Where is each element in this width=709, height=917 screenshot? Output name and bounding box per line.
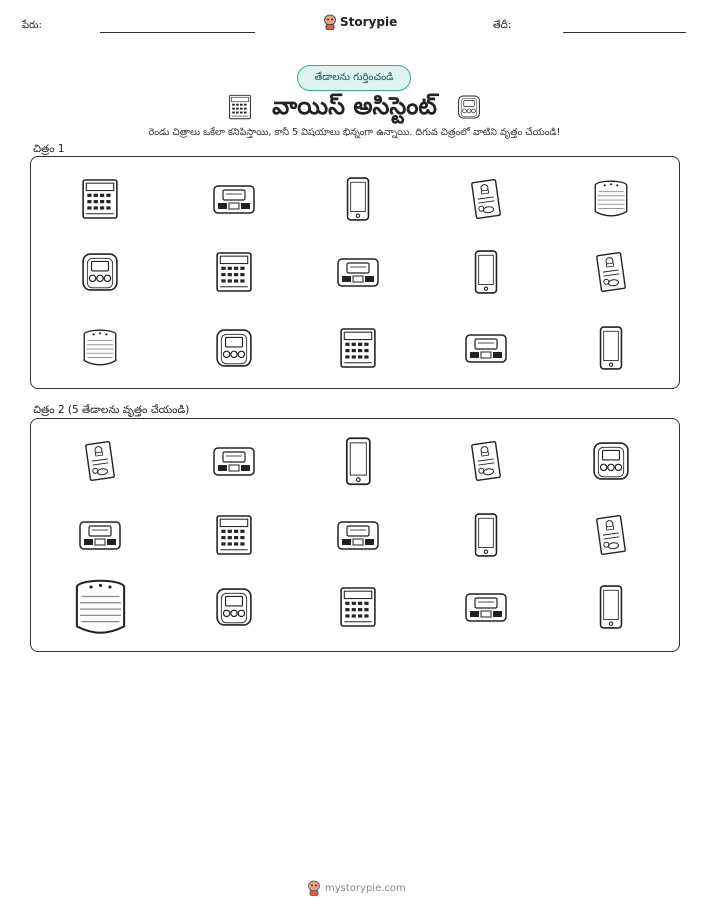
- storypie-mascot-icon: [324, 14, 336, 30]
- recipe-card-icon: [595, 250, 627, 294]
- smartphone-icon: [473, 249, 499, 295]
- picture2-item-cell[interactable]: [215, 513, 253, 557]
- kitchen-timer-icon: [215, 585, 253, 629]
- picture1-item-cell[interactable]: [81, 327, 119, 369]
- name-line[interactable]: [100, 32, 255, 33]
- picture2-item-cell[interactable]: [592, 439, 630, 483]
- picture2-item-cell[interactable]: [464, 590, 508, 624]
- timer-device-icon: [336, 518, 380, 552]
- picture1-item-cell[interactable]: [212, 182, 256, 216]
- smart-speaker-icon: [81, 327, 119, 369]
- picture2-label: చిత్రం 2 (5 తేడాలను వృత్తం చేయండి): [33, 404, 190, 416]
- picture2-item-cell[interactable]: [598, 584, 624, 630]
- kitchen-timer-icon: [81, 250, 119, 294]
- kitchen-timer-icon: [456, 94, 482, 120]
- picture2-item-cell[interactable]: [336, 518, 380, 552]
- name-label: పేరు:: [22, 20, 42, 31]
- picture1-item-cell[interactable]: [215, 250, 253, 294]
- picture1-item-cell[interactable]: [470, 177, 502, 221]
- picture1-item-cell[interactable]: [339, 326, 377, 370]
- timer-device-icon: [212, 182, 256, 216]
- picture2-item-cell[interactable]: [72, 576, 129, 639]
- picture2-item-cell[interactable]: [344, 436, 373, 487]
- storypie-mascot-icon: [308, 880, 320, 896]
- picture2-panel[interactable]: [30, 418, 680, 652]
- smartphone-icon: [598, 325, 624, 371]
- date-line[interactable]: [563, 32, 686, 33]
- smartphone-icon: [344, 436, 373, 487]
- title-right-icon-cell: [456, 94, 482, 124]
- brand-name: Storypie: [340, 15, 398, 29]
- control-panel-icon: [339, 326, 377, 370]
- kitchen-timer-icon: [592, 439, 630, 483]
- picture2-item-cell[interactable]: [215, 585, 253, 629]
- picture2-item-cell[interactable]: [595, 513, 627, 557]
- recipe-card-icon: [84, 439, 116, 483]
- picture2-item-cell[interactable]: [473, 512, 499, 558]
- picture1-item-cell[interactable]: [336, 255, 380, 289]
- control-panel-icon: [81, 177, 119, 221]
- picture1-item-cell[interactable]: [598, 325, 624, 371]
- timer-device-icon: [464, 331, 508, 365]
- recipe-card-icon: [470, 177, 502, 221]
- picture2-item-cell[interactable]: [84, 439, 116, 483]
- recipe-card-icon: [595, 513, 627, 557]
- brand-logo: Storypie: [323, 14, 397, 30]
- picture1-panel[interactable]: [30, 156, 680, 389]
- footer: mystorypie.com: [307, 880, 406, 896]
- recipe-card-icon: [470, 439, 502, 483]
- page-title: వాయిస్ అసిస్టెంట్: [272, 92, 437, 120]
- picture2-item-cell[interactable]: [339, 585, 377, 629]
- picture1-item-cell[interactable]: [464, 331, 508, 365]
- smart-speaker-icon: [592, 178, 630, 220]
- kitchen-timer-icon: [215, 326, 253, 370]
- control-panel-icon: [339, 585, 377, 629]
- instructions: రెండు చిత్రాలు ఒకేలా కనిపిస్తాయి, కానీ 5…: [148, 127, 561, 138]
- picture1-item-cell[interactable]: [595, 250, 627, 294]
- picture2-item-cell[interactable]: [470, 439, 502, 483]
- footer-site: mystorypie.com: [325, 882, 406, 894]
- picture1-item-cell[interactable]: [81, 177, 119, 221]
- smart-speaker-icon: [72, 576, 129, 639]
- picture1-item-cell[interactable]: [215, 326, 253, 370]
- badge-text: తేడాలను గుర్తించండి: [314, 72, 394, 83]
- control-panel-icon: [215, 513, 253, 557]
- picture2-item-cell[interactable]: [212, 444, 256, 478]
- picture1-item-cell[interactable]: [345, 176, 371, 222]
- control-panel-icon: [215, 250, 253, 294]
- picture1-item-cell[interactable]: [473, 249, 499, 295]
- date-label: తేదీ:: [493, 20, 512, 31]
- timer-device-icon: [212, 444, 256, 478]
- picture1-item-cell[interactable]: [81, 250, 119, 294]
- picture2-item-cell[interactable]: [78, 518, 122, 552]
- smartphone-icon: [345, 176, 371, 222]
- picture1-label: చిత్రం 1: [33, 143, 65, 155]
- smartphone-icon: [598, 584, 624, 630]
- smartphone-icon: [473, 512, 499, 558]
- puzzle-type-badge: తేడాలను గుర్తించండి: [297, 65, 411, 91]
- picture1-item-cell[interactable]: [592, 178, 630, 220]
- timer-device-icon: [78, 518, 122, 552]
- timer-device-icon: [464, 590, 508, 624]
- timer-device-icon: [336, 255, 380, 289]
